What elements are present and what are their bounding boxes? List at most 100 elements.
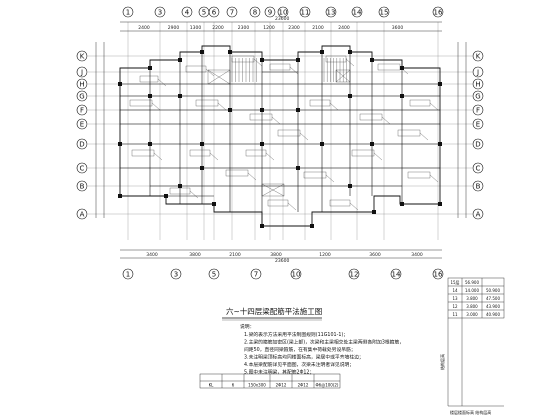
axis-label: E bbox=[476, 120, 480, 128]
top-axis-bubble: 5 bbox=[198, 6, 210, 18]
right-axis-bubble: K bbox=[472, 50, 484, 62]
left-axis-bubble: B bbox=[76, 180, 88, 192]
left-axis-bubble: K bbox=[76, 50, 88, 62]
table-cell: KL bbox=[209, 383, 215, 388]
axis-label: D bbox=[475, 140, 480, 148]
table-cell: Φ6@100(2) bbox=[316, 383, 339, 388]
elevation-cell: 15层 bbox=[450, 279, 459, 285]
top-axis-bubble: 9 bbox=[264, 6, 276, 18]
right-axis-bubble: J bbox=[472, 66, 484, 78]
elevation-cell: 12 bbox=[452, 304, 458, 309]
axis-label: 3 bbox=[158, 8, 162, 16]
axis-label: 8 bbox=[253, 8, 257, 16]
axis-label: 15 bbox=[380, 8, 389, 16]
top-axis-bubble: 13 bbox=[325, 6, 337, 18]
top-dim: 1300 bbox=[190, 25, 202, 31]
top-axis-bubble: 1 bbox=[122, 6, 134, 18]
axis-label: G bbox=[475, 92, 480, 100]
dimension-lines bbox=[95, 21, 467, 259]
bottom-axis-bubble: 16 bbox=[432, 268, 444, 280]
bottom-dim: 3400 bbox=[146, 252, 158, 258]
columns bbox=[118, 50, 442, 228]
axis-label: 4 bbox=[185, 8, 190, 16]
axis-label: B bbox=[80, 182, 85, 190]
axis-label: A bbox=[476, 210, 481, 218]
top-dim: 2400 bbox=[338, 25, 350, 31]
axis-label: A bbox=[80, 210, 85, 218]
table-cell: 2Φ12 bbox=[298, 383, 309, 388]
axis-label: K bbox=[80, 52, 85, 60]
elevation-cell: 14 bbox=[452, 288, 458, 293]
note-line: 3.未注明梁顶标高均同楼面标高，梁居中或平齐墙柱边； bbox=[244, 354, 364, 361]
axis-label: H bbox=[475, 80, 480, 88]
axis-label: 13 bbox=[327, 8, 336, 16]
elevation-cell: 43.900 bbox=[486, 304, 500, 309]
top-dim: 2100 bbox=[312, 25, 324, 31]
elevation-cell: 14.000 bbox=[465, 288, 479, 293]
bottom-dim: 3600 bbox=[369, 252, 381, 258]
top-dim: 2300 bbox=[238, 25, 250, 31]
top-dim: 2400 bbox=[138, 25, 150, 31]
left-axis-bubble: C bbox=[76, 162, 88, 174]
elevation-cell: 3.800 bbox=[466, 304, 478, 309]
axis-label: E bbox=[80, 120, 84, 128]
left-axis-bubble: A bbox=[76, 208, 88, 220]
axis-label: F bbox=[476, 106, 480, 114]
left-axis-bubble: D bbox=[76, 138, 88, 150]
axis-label: 10 bbox=[292, 270, 301, 278]
top-axis-bubble: 16 bbox=[432, 6, 444, 18]
axis-label: 12 bbox=[350, 270, 359, 278]
table-cell: 2Φ12 bbox=[276, 383, 287, 388]
top-dim: 2200 bbox=[212, 25, 224, 31]
axis-label: J bbox=[476, 68, 479, 76]
right-axis-bubble: A bbox=[472, 208, 484, 220]
top-dim: 2900 bbox=[168, 25, 180, 31]
notes-title: 说明： bbox=[240, 323, 254, 330]
bottom-dim: 3800 bbox=[270, 252, 282, 258]
elevation-cell: 13 bbox=[452, 296, 458, 301]
note-line: 间距50，直径同梁箍筋，在有集中荷载处另设吊筋； bbox=[244, 346, 356, 353]
table-cell: 150x300 bbox=[248, 383, 266, 388]
axis-label: 16 bbox=[434, 8, 443, 16]
axis-label: 10 bbox=[279, 8, 288, 16]
axis-label: 5 bbox=[212, 270, 216, 278]
right-axis-bubble: G bbox=[472, 90, 484, 102]
axis-label: B bbox=[476, 182, 481, 190]
elevation-cell: 3.800 bbox=[466, 296, 478, 301]
bottom-axis-bubble: 7 bbox=[250, 268, 262, 280]
top-overall-dim: 23600 bbox=[275, 16, 289, 22]
axis-label: 1 bbox=[126, 270, 130, 278]
axis-label: 11 bbox=[301, 8, 310, 16]
bottom-dim: 2100 bbox=[229, 252, 241, 258]
bottom-axis-bubble: 14 bbox=[390, 268, 402, 280]
bottom-axis-bubble: 12 bbox=[348, 268, 360, 280]
elevation-cell: 50.900 bbox=[486, 288, 500, 293]
axis-label: 7 bbox=[230, 8, 234, 16]
axis-label: F bbox=[80, 106, 84, 114]
note-line: 5.图中未注明梁，其配筋2Φ12； bbox=[244, 369, 314, 376]
top-dim: 1200 bbox=[263, 25, 275, 31]
top-dim: 2300 bbox=[288, 25, 300, 31]
bottom-axis-bubble: 10 bbox=[290, 268, 302, 280]
axis-label: 9 bbox=[268, 8, 272, 16]
footer-label: 楼层楼面标高 结构层高 bbox=[450, 409, 491, 415]
top-axis-bubble: 15 bbox=[378, 6, 390, 18]
elevation-cell: 3.000 bbox=[466, 312, 478, 317]
bottom-axis-bubble: 5 bbox=[208, 268, 220, 280]
axis-label: C bbox=[476, 164, 481, 172]
right-axis-bubble: F bbox=[472, 104, 484, 116]
right-axis-bubble: B bbox=[472, 180, 484, 192]
axis-label: 14 bbox=[353, 8, 362, 16]
elevation-table bbox=[447, 277, 505, 407]
axis-label: C bbox=[80, 164, 85, 172]
elevation-cell: 40.900 bbox=[486, 312, 500, 317]
axis-label: 7 bbox=[254, 270, 258, 278]
bottom-axis-bubble: 1 bbox=[122, 268, 134, 280]
axis-label: D bbox=[79, 140, 84, 148]
top-axis-bubble: 4 bbox=[181, 6, 193, 18]
